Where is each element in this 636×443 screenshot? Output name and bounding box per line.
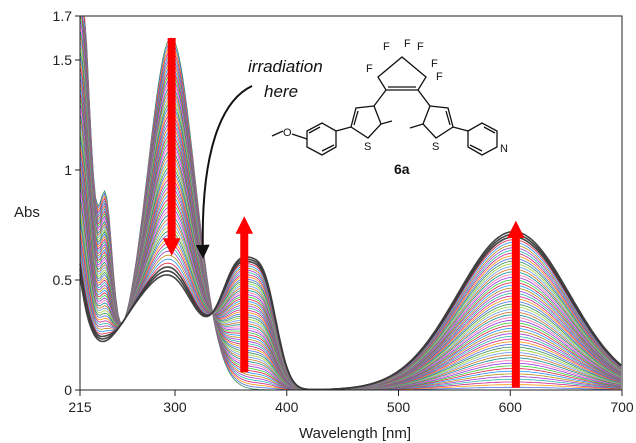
atom-s-right: S bbox=[432, 141, 439, 153]
spectrum-curve-43 bbox=[79, 191, 622, 391]
spectrum-curve-40 bbox=[79, 175, 622, 391]
y-tick-label-4: 1.7 bbox=[53, 8, 73, 24]
spectra-curves bbox=[79, 15, 622, 391]
y-axis: 0 0.5 1 1.5 1.7 bbox=[53, 8, 80, 398]
annotation-line-2: here bbox=[264, 82, 298, 101]
atom-o: O bbox=[283, 127, 292, 139]
spectrum-curve-31 bbox=[79, 128, 622, 391]
spectrum-curve-44 bbox=[79, 196, 622, 391]
compound-label: 6a bbox=[394, 161, 410, 177]
spectrum-curve-59 bbox=[79, 230, 622, 391]
atom-f-5: F bbox=[431, 58, 438, 70]
atom-f-4: F bbox=[366, 63, 373, 75]
y-tick-label-3: 1.5 bbox=[53, 52, 73, 68]
y-tick-label-0: 0 bbox=[64, 382, 72, 398]
x-axis-label: Wavelength [nm] bbox=[299, 425, 411, 442]
y-tick-label-1: 0.5 bbox=[53, 272, 73, 288]
y-tick-label-2: 1 bbox=[64, 162, 72, 178]
molecule-structure bbox=[271, 56, 498, 156]
x-tick-label-500: 500 bbox=[387, 399, 411, 415]
x-tick-label-300: 300 bbox=[163, 399, 187, 415]
plot-frame bbox=[79, 15, 623, 391]
annotation-pointer bbox=[195, 85, 253, 259]
spectrum-curve-1 bbox=[80, 15, 621, 391]
trend-arrows bbox=[162, 38, 525, 388]
x-tick-label-400: 400 bbox=[275, 399, 299, 415]
atom-f-2: F bbox=[404, 38, 411, 50]
atom-f-1: F bbox=[383, 41, 390, 53]
atom-f-3: F bbox=[417, 41, 424, 53]
molecule-atom-labels: F F F F F F S S O N bbox=[283, 38, 508, 155]
x-axis: 215 300 400 500 600 700 bbox=[68, 390, 634, 415]
atom-s-left: S bbox=[364, 141, 371, 153]
x-tick-label-600: 600 bbox=[499, 399, 523, 415]
x-tick-label-215: 215 bbox=[68, 399, 92, 415]
spectrum-curve-39 bbox=[79, 170, 622, 391]
x-tick-label-700: 700 bbox=[610, 399, 634, 415]
y-axis-label: Abs bbox=[14, 204, 40, 221]
atom-n: N bbox=[500, 143, 508, 155]
annotation-line-1: irradiation bbox=[248, 57, 323, 76]
atom-f-6: F bbox=[436, 71, 443, 83]
spectrum-curve-42 bbox=[79, 185, 622, 391]
